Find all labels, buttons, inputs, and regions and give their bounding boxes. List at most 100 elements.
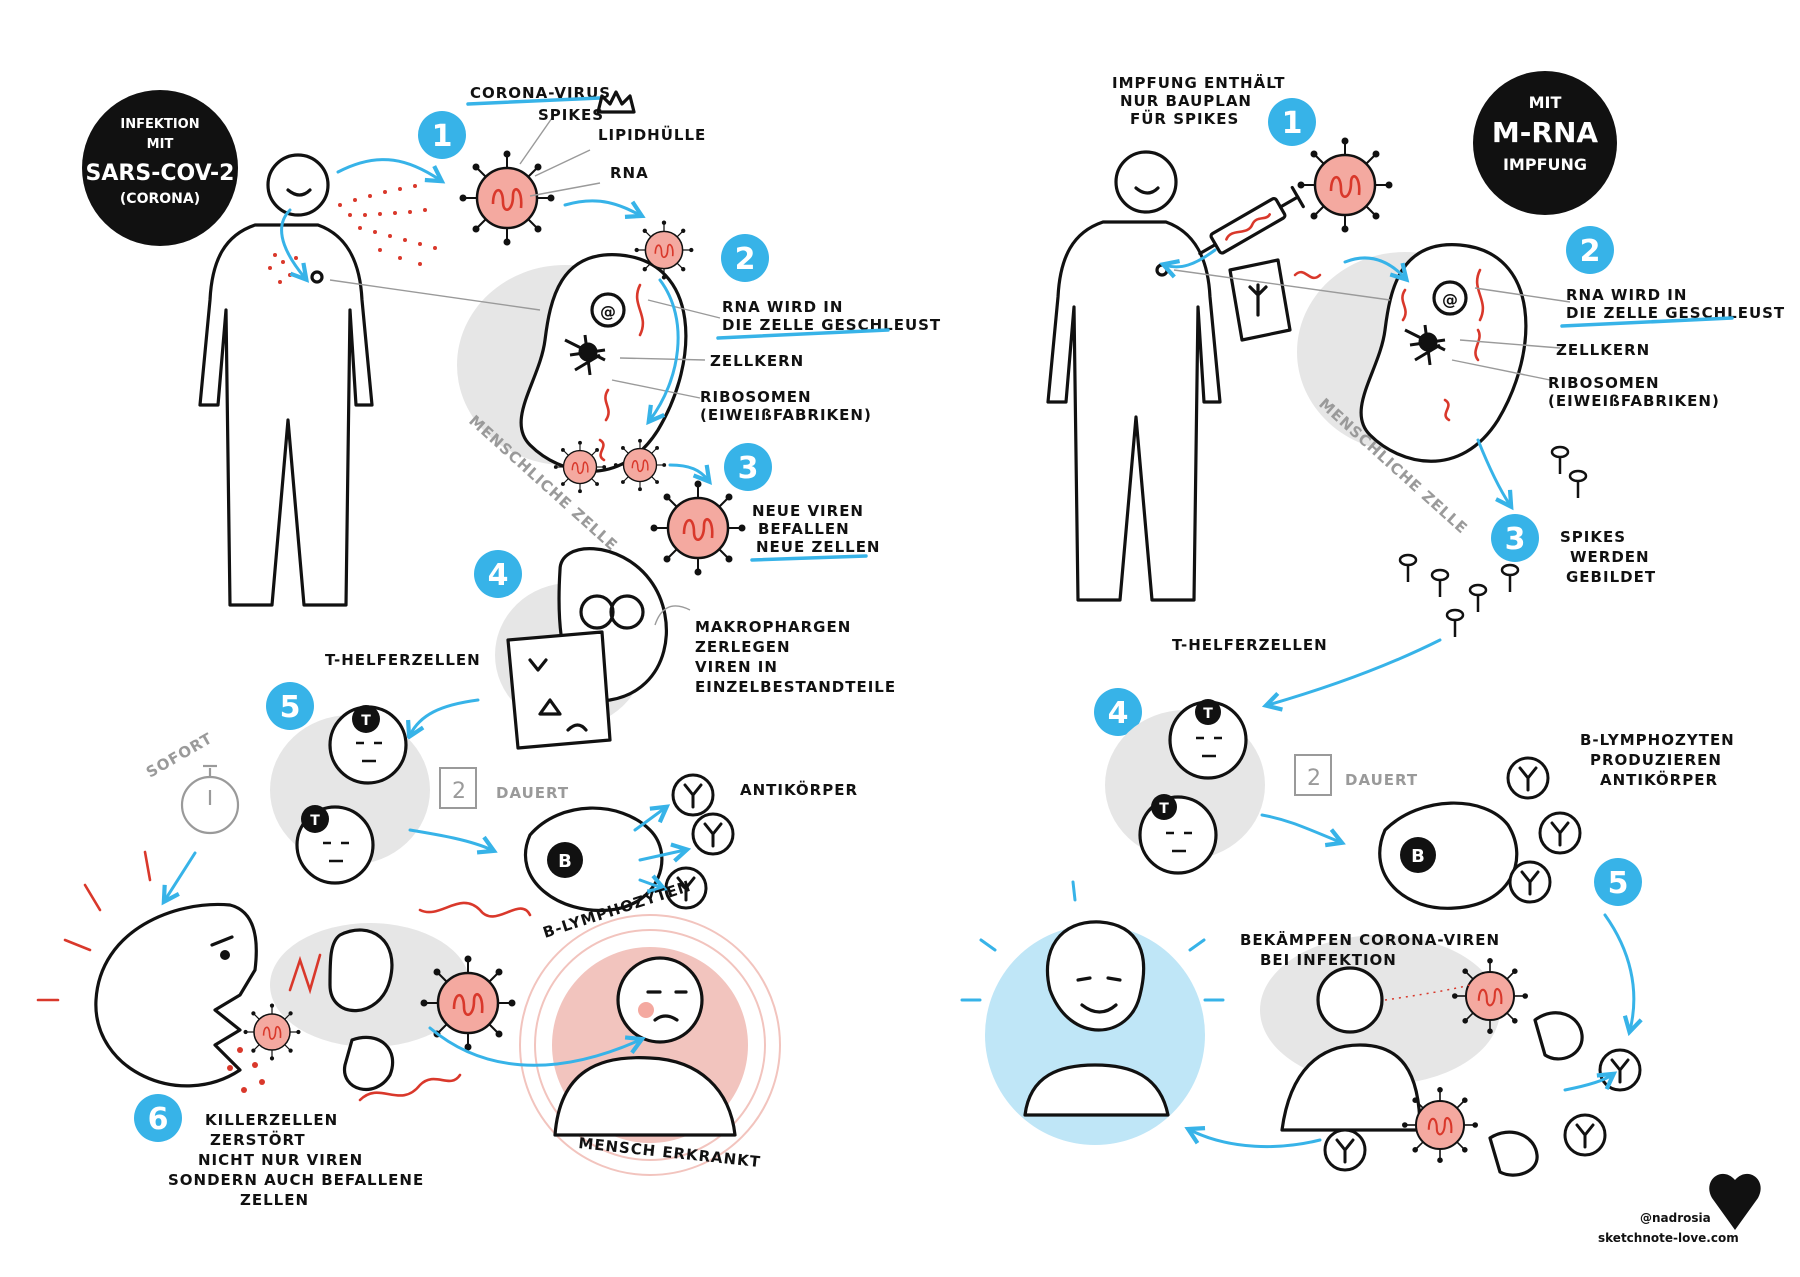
cell-nucleus-icon: @ [590, 292, 626, 328]
label-nucleus: ZELLKERN [710, 352, 804, 370]
attacking-virus-icon-b [1400, 1085, 1480, 1165]
footer-site: sketchnote-love.com [1598, 1231, 1739, 1245]
label-lipid: LIPIDHÜLLE [598, 125, 706, 144]
step-5-badge: 5 [266, 682, 314, 730]
right-panel: MIT M-RNA IMPFUNG IMPFUNG ENTHÄLT NUR BA… [960, 71, 1784, 1245]
t-helper-cell-vaccine-b: T [1138, 794, 1218, 875]
virus-being-eaten-icon [242, 1002, 302, 1062]
label-nucleus-vaccine: ZELLKERN [1556, 341, 1650, 359]
label-vaccine-2: NUR BAUPLAN [1120, 92, 1252, 110]
label-vaccine-1: IMPFUNG ENTHÄLT [1112, 73, 1286, 92]
label-spikes-vaccine-3: GEBILDET [1566, 568, 1656, 586]
label-new-viruses-3: NEUE ZELLEN [756, 538, 881, 556]
svg-text:B: B [1411, 846, 1425, 867]
label-t-helper: T-HELFERZELLEN [325, 651, 481, 669]
step-1-badge: 1 [418, 111, 466, 159]
label-spikes: SPIKES [538, 106, 604, 124]
infected-contact-head [1316, 966, 1384, 1034]
svg-text:@: @ [1442, 290, 1458, 309]
svg-text:2: 2 [452, 779, 466, 804]
svg-text:2: 2 [1580, 234, 1601, 269]
antibody-icon-vaccine-b [1538, 811, 1582, 855]
killer-cell-mouth [94, 902, 258, 1088]
infected-cell-b [343, 1035, 395, 1092]
step-3-badge-vaccine: 3 [1491, 514, 1539, 562]
step-2-badge-vaccine: 2 [1566, 226, 1614, 274]
step-5-badge-vaccine: 5 [1594, 858, 1642, 906]
title-line-4: (CORONA) [120, 191, 200, 207]
title-line-1: INFEKTION [120, 117, 199, 132]
new-virus-icon-b [613, 438, 667, 492]
infected-cell-a [328, 928, 394, 1013]
antibody-icon-b [691, 812, 735, 856]
label-antibodies: ANTIKÖRPER [740, 780, 858, 799]
svg-text:1: 1 [1282, 106, 1303, 141]
label-macrophage-3: VIREN IN [695, 658, 778, 676]
calendar-icon-vaccine: 2 [1294, 754, 1332, 796]
svg-text:6: 6 [148, 1102, 169, 1137]
infection-title-badge: INFEKTION MIT SARS-COV-2 (CORONA) [82, 90, 238, 246]
label-fight-2: BEI INFEKTION [1260, 951, 1397, 969]
label-spikes-vaccine-1: SPIKES [1560, 528, 1626, 546]
t-helper-cell-a: T [328, 705, 408, 785]
label-killer-1: KILLERZELLEN [205, 1111, 338, 1129]
svg-text:1: 1 [432, 119, 453, 154]
label-b-vaccine-1: B-LYMPHOZYTEN [1580, 731, 1735, 749]
sketchnote-love-logo [1709, 1173, 1761, 1230]
step-6-badge: 6 [134, 1094, 182, 1142]
svg-text:5: 5 [280, 690, 301, 725]
antibody-icon-vaccine-a [1506, 756, 1550, 800]
left-panel: INFEKTION MIT SARS-COV-2 (CORONA) [36, 84, 940, 1209]
title-line-2: MIT [147, 137, 174, 152]
svg-text:2: 2 [1307, 766, 1321, 791]
label-killer-4: SONDERN AUCH BEFALLENE [168, 1171, 424, 1189]
label-rna: RNA [610, 164, 649, 182]
step-4-badge: 4 [474, 550, 522, 598]
syringe-icon [1198, 185, 1305, 256]
label-ribosomes-vaccine-2: (EIWEIßFABRIKEN) [1548, 392, 1720, 410]
aerosol-spray [338, 184, 437, 266]
step-1-badge-vaccine: 1 [1268, 98, 1316, 146]
footer-handle: @nadrosia [1640, 1211, 1711, 1225]
infected-person-figure [198, 153, 374, 607]
attacking-virus-icon-a [1450, 956, 1530, 1036]
label-killer-3: NICHT NUR VIREN [198, 1151, 363, 1169]
vaccinated-person-figure [1046, 150, 1222, 602]
svg-text:T: T [310, 813, 320, 829]
label-spikes-vaccine-2: WERDEN [1570, 548, 1650, 566]
title-line-impfung: IMPFUNG [1503, 155, 1587, 174]
human-cell-body [519, 253, 688, 473]
label-macrophage-4: EINZELBESTANDTEILE [695, 678, 896, 696]
label-ribosomes-1: RIBOSOMEN [700, 388, 812, 406]
label-immediately: SOFORT [143, 729, 216, 781]
svg-text:3: 3 [738, 451, 759, 486]
label-b-vaccine-3: ANTIKÖRPER [1600, 770, 1718, 789]
antibody-icon-vaccine-d [1323, 1128, 1367, 1172]
label-b-vaccine-2: PRODUZIEREN [1590, 751, 1722, 769]
svg-text:T: T [361, 713, 371, 729]
label-fight-1: BEKÄMPFEN CORONA-VIREN [1240, 930, 1500, 949]
label-vaccine-3: FÜR SPIKES [1130, 109, 1239, 128]
antibody-icon-vaccine-f [1563, 1113, 1607, 1157]
boxing-glove-icons [1488, 1011, 1584, 1177]
vaccine-title-badge: MIT M-RNA IMPFUNG [1473, 71, 1617, 215]
t-helper-cell-vaccine-a: T [1168, 699, 1248, 780]
label-killer-2: ZERSTÖRT [210, 1130, 306, 1149]
label-killer-5: ZELLEN [240, 1191, 309, 1209]
step-3-badge: 3 [724, 443, 772, 491]
t-helper-cell-b: T [295, 805, 375, 885]
svg-text:T: T [1203, 706, 1213, 722]
title-line-3: SARS-COV-2 [86, 161, 235, 186]
svg-text:4: 4 [1108, 696, 1129, 731]
svg-text:T: T [1159, 801, 1169, 817]
step-2-badge: 2 [721, 234, 769, 282]
corona-virus-icon [458, 149, 556, 247]
stopwatch-icon [180, 764, 240, 835]
label-macrophage-1: MAKROPHARGEN [695, 618, 851, 636]
svg-text:3: 3 [1505, 522, 1526, 557]
label-duration-vaccine: DAUERT [1345, 771, 1418, 789]
svg-text:2: 2 [735, 242, 756, 277]
red-burst-marks [36, 850, 532, 1102]
